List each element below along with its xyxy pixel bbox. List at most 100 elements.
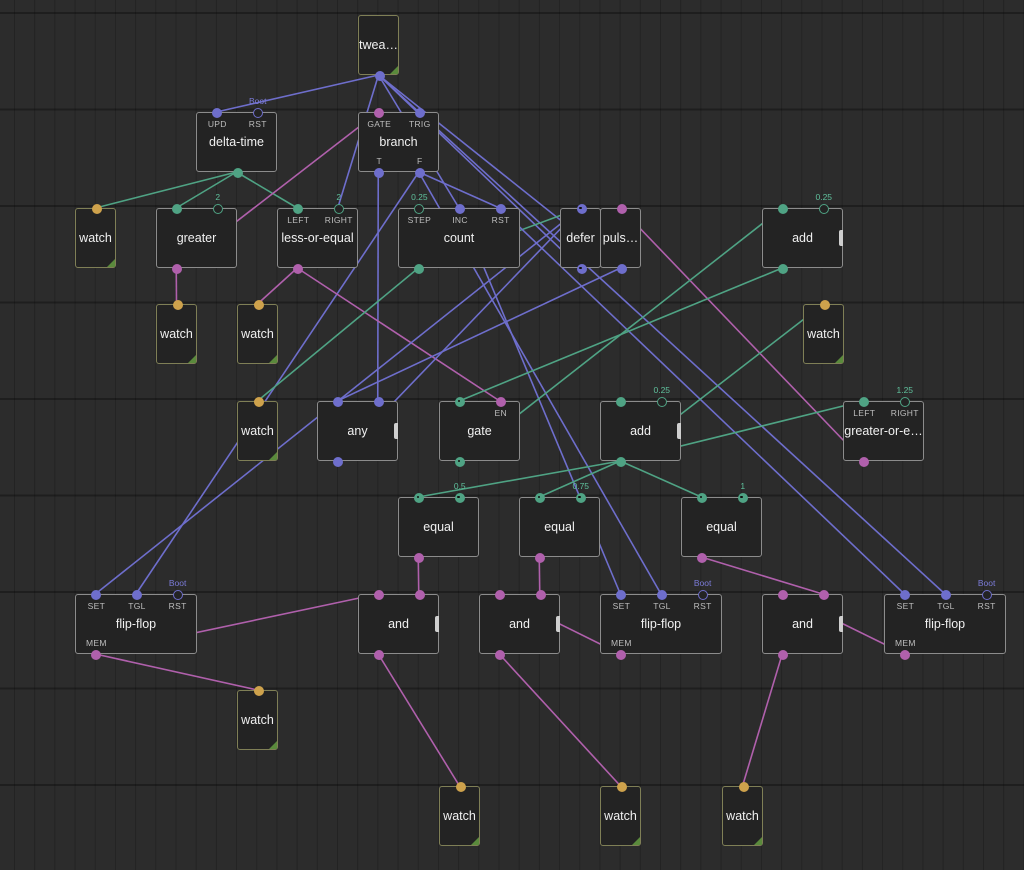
output-pin[interactable] (535, 553, 546, 563)
link-pulse[interactable] (377, 74, 582, 269)
input-pin[interactable] (495, 590, 506, 600)
input-pin[interactable] (697, 493, 708, 503)
watch-node[interactable]: watch (722, 782, 763, 846)
input-pin[interactable] (253, 300, 264, 310)
link-pulse[interactable] (336, 267, 621, 402)
output-pin[interactable] (414, 553, 425, 563)
input-pin[interactable] (414, 590, 425, 600)
link-pulse[interactable] (216, 74, 379, 113)
link-number[interactable] (236, 171, 298, 209)
input-pin[interactable] (253, 686, 264, 696)
input-pin[interactable] (414, 493, 425, 503)
watch-node[interactable]: watch (803, 300, 844, 364)
link-boolean[interactable] (741, 653, 784, 787)
link-boolean[interactable] (538, 556, 541, 595)
defer-node[interactable]: defer (560, 204, 601, 274)
input-pin-set[interactable] (900, 590, 911, 600)
and-node[interactable]: and (762, 590, 843, 660)
link-boolean[interactable] (377, 653, 461, 787)
input-pin-left[interactable] (859, 397, 870, 407)
link-number[interactable] (95, 171, 237, 209)
output-pin[interactable] (576, 264, 587, 274)
input-pin-gate[interactable] (374, 108, 385, 118)
link-boolean[interactable] (95, 653, 258, 691)
variadic-handle[interactable] (839, 616, 843, 632)
input-pin[interactable] (535, 493, 546, 503)
watch-node[interactable]: watch (439, 782, 480, 846)
input-pin[interactable] (738, 782, 749, 792)
link-boolean[interactable] (256, 267, 298, 305)
input-pin-tgl[interactable] (132, 590, 142, 600)
output-pin[interactable] (374, 650, 385, 660)
link-number[interactable] (538, 460, 621, 498)
output-pin[interactable] (778, 650, 789, 660)
output-pin[interactable] (374, 71, 385, 81)
link-number[interactable] (175, 171, 237, 209)
input-pin-set[interactable] (616, 590, 627, 600)
link-number[interactable] (256, 267, 419, 402)
input-pin-rst[interactable] (495, 204, 506, 214)
input-pin[interactable] (373, 397, 384, 407)
input-pin[interactable] (253, 397, 264, 407)
output-pin[interactable] (495, 650, 506, 660)
output-pin-mem[interactable] (900, 650, 911, 660)
output-pin[interactable] (455, 457, 466, 467)
input-pin[interactable] (616, 782, 627, 792)
input-pin[interactable] (737, 493, 748, 503)
link-pulse[interactable] (499, 207, 905, 595)
input-pin[interactable] (535, 590, 546, 600)
link-pulse[interactable] (376, 171, 380, 402)
and-node[interactable]: and (358, 590, 439, 660)
input-pin[interactable] (616, 204, 627, 214)
input-pin[interactable] (656, 397, 667, 407)
tweaker-node[interactable]: twea… (358, 15, 399, 81)
watch-node[interactable]: watch (237, 300, 278, 364)
link-boolean[interactable] (498, 653, 622, 787)
input-pin-set[interactable] (91, 590, 102, 600)
link-boolean[interactable] (619, 207, 864, 462)
input-pin-rst[interactable] (172, 590, 183, 600)
input-pin[interactable] (455, 782, 466, 792)
variadic-handle[interactable] (839, 230, 843, 246)
input-pin[interactable] (333, 397, 344, 407)
output-pin[interactable] (616, 264, 627, 274)
output-pin[interactable] (232, 168, 243, 178)
link-boolean[interactable] (417, 556, 420, 595)
output-pin[interactable] (859, 457, 870, 467)
input-pin[interactable] (172, 204, 183, 214)
input-pin[interactable] (778, 204, 789, 214)
input-pin-trig[interactable] (414, 108, 425, 118)
link-pulse[interactable] (418, 111, 946, 595)
input-pin-rst[interactable] (981, 590, 992, 600)
link-boolean[interactable] (701, 556, 823, 595)
watch-node[interactable]: watch (75, 204, 116, 268)
output-pin[interactable] (293, 264, 304, 274)
input-pin[interactable] (778, 590, 789, 600)
input-pin-inc[interactable] (455, 204, 465, 214)
input-pin[interactable] (454, 493, 465, 503)
output-pin-mem[interactable] (91, 650, 102, 660)
input-pin-step[interactable] (414, 204, 425, 214)
input-pin[interactable] (616, 397, 627, 407)
input-pin[interactable] (575, 493, 586, 503)
variadic-handle[interactable] (556, 616, 560, 632)
variadic-handle[interactable] (394, 423, 398, 439)
output-pin[interactable] (414, 264, 425, 274)
input-pin-en[interactable] (495, 397, 506, 407)
input-pin[interactable] (212, 204, 223, 214)
variadic-handle[interactable] (435, 616, 439, 632)
input-pin-left[interactable] (293, 204, 304, 214)
any-node[interactable]: any (317, 397, 398, 467)
output-pin[interactable] (333, 457, 344, 467)
output-pin[interactable] (697, 553, 708, 563)
output-pin[interactable] (778, 264, 789, 274)
